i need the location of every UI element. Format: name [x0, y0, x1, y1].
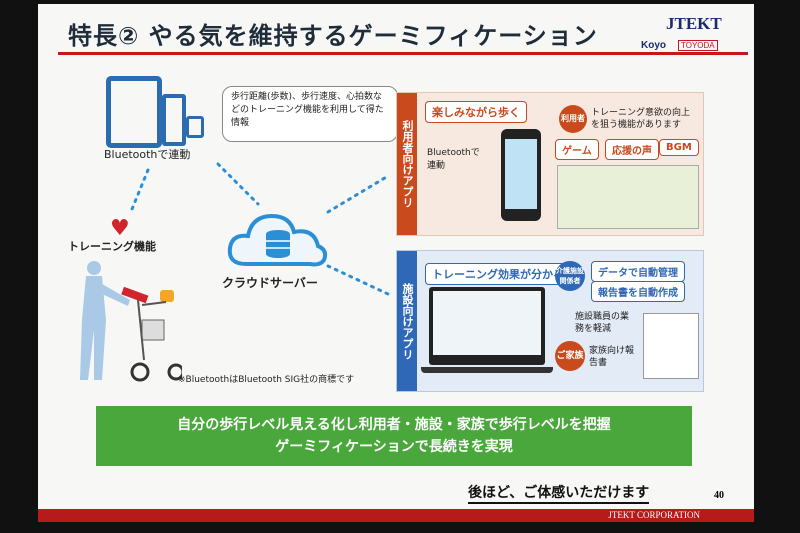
facility-app-side-label: 施設向けアプリ	[397, 251, 417, 391]
banner-line-1: 自分の歩行レベル見える化し利用者・施設・家族で歩行レベルを把握	[177, 417, 611, 433]
slide: 特長② やる気を維持するゲーミフィケーション JTEKT Koyo TOYODA…	[38, 4, 754, 522]
bluetooth-label: Bluetoothで連動	[104, 148, 191, 161]
connector-lines	[128, 162, 390, 296]
tablet-icon	[106, 76, 162, 148]
facility-role-badge: 介護施設関係者	[555, 261, 585, 291]
training-label: トレーニング機能	[68, 240, 156, 253]
jtekt-logo: JTEKT	[666, 14, 722, 33]
tag-bgm: BGM	[659, 139, 699, 156]
tag-game: ゲーム	[555, 139, 599, 160]
cloud-label: クラウドサーバー	[222, 276, 318, 290]
closing-text: 後ほど、ご体感いただけます	[468, 482, 650, 504]
app-screens-image	[557, 165, 699, 229]
slide-title: 特長② やる気を維持するゲーミフィケーション	[68, 22, 598, 50]
koyo-logo: Koyo	[641, 40, 666, 51]
smartphone-image	[501, 129, 541, 221]
user-app-side-label: 利用者向けアプリ	[397, 93, 417, 235]
auto-manage-pill: データで自動管理	[591, 261, 685, 282]
family-role-badge: ご家族	[555, 341, 585, 371]
family-report-label: 家族向け報告書	[589, 346, 635, 368]
reduce-work-label: 施設職員の業務を軽減	[575, 312, 630, 334]
page-number: 40	[714, 490, 724, 501]
phone-icon	[162, 94, 186, 146]
auto-report-pill: 報告書を自動作成	[591, 281, 685, 302]
user-role-badge: 利用者	[559, 105, 587, 133]
user-app-panel: 利用者向けアプリ 楽しみながら歩く Bluetoothで連動 利用者 トレーニン…	[396, 92, 704, 236]
title-underline	[58, 52, 748, 55]
cloud-server-icon	[224, 204, 334, 278]
toyoda-logo: TOYODA	[678, 40, 718, 51]
walker-user-illustration	[80, 261, 182, 382]
tag-cheer: 応援の声	[605, 139, 659, 160]
enjoy-badge: 楽しみながら歩く	[425, 101, 527, 123]
heart-icon: ♥	[110, 216, 130, 241]
effect-badge: トレーニング効果が分かる	[425, 263, 571, 285]
summary-banner: 自分の歩行レベル見える化し利用者・施設・家族で歩行レベルを把握 ゲーミフィケーシ…	[96, 406, 692, 466]
laptop-base	[421, 367, 553, 373]
data-note: 歩行距離(歩数)、歩行速度、心拍数などのトレーニング機能を利用して得た情報	[222, 86, 398, 142]
watch-icon	[186, 116, 204, 138]
trademark-note: ※BluetoothはBluetooth SIG社の商標です	[178, 375, 355, 385]
footer-bar: JTEKT CORPORATION	[38, 509, 754, 522]
laptop-image	[429, 287, 545, 365]
report-image	[643, 313, 699, 379]
facility-app-panel: 施設向けアプリ トレーニング効果が分かる 介護施設関係者 データで自動管理 報告…	[396, 250, 704, 392]
user-bt-label: Bluetoothで連動	[427, 148, 480, 171]
banner-line-2: ゲーミフィケーションで長続きを実現	[275, 439, 513, 455]
user-app-desc: トレーニング意欲の向上を狙う機能があります	[591, 108, 691, 130]
